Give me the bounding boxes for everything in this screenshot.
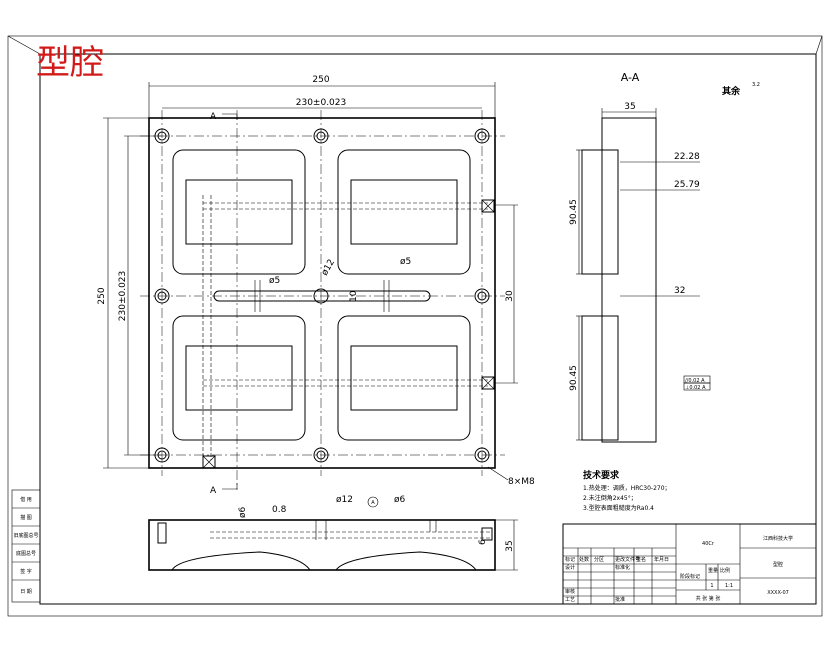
svg-text:日 期: 日 期 bbox=[20, 589, 32, 595]
svg-text:审核: 审核 bbox=[565, 588, 575, 595]
svg-text:250: 250 bbox=[97, 287, 107, 304]
svg-text:标准化: 标准化 bbox=[615, 564, 630, 571]
bolt-holes bbox=[154, 128, 490, 463]
svg-text:35: 35 bbox=[624, 102, 635, 112]
sheet-inner-frame bbox=[39, 53, 817, 605]
section-view: A-A 35 22.28 25.79 32 90.45 90.45 其余 3.2… bbox=[569, 71, 760, 443]
svg-text:ø5: ø5 bbox=[269, 276, 280, 286]
svg-text:旧底图总号: 旧底图总号 bbox=[13, 532, 38, 539]
svg-text:3.2: 3.2 bbox=[752, 82, 760, 88]
svg-text:江西科技大学: 江西科技大学 bbox=[763, 535, 793, 542]
svg-text://0.02 A: //0.02 A bbox=[685, 378, 705, 384]
svg-text:6: 6 bbox=[478, 539, 488, 545]
svg-text:签 字: 签 字 bbox=[20, 568, 32, 575]
svg-text:ø6: ø6 bbox=[238, 506, 248, 518]
svg-text:共 张 第 张: 共 张 第 张 bbox=[696, 595, 721, 602]
svg-text:技术要求: 技术要求 bbox=[583, 469, 620, 481]
svg-text:ø12: ø12 bbox=[336, 495, 353, 505]
svg-text:1: 1 bbox=[710, 583, 713, 589]
svg-text:10: 10 bbox=[349, 290, 359, 302]
svg-text:35: 35 bbox=[505, 540, 515, 551]
svg-text:设计: 设计 bbox=[565, 564, 575, 571]
svg-text:分区: 分区 bbox=[594, 556, 604, 563]
svg-text:90.45: 90.45 bbox=[569, 365, 579, 391]
svg-text:22.28: 22.28 bbox=[674, 152, 700, 162]
drawing-title: 型腔 bbox=[36, 43, 104, 83]
svg-text:A-A: A-A bbox=[621, 71, 640, 84]
svg-text:ø6: ø6 bbox=[394, 495, 406, 505]
svg-text:XXXX-07: XXXX-07 bbox=[767, 590, 789, 596]
front-view: ø12 ø6 ø6 0.8 A 35 6 bbox=[148, 495, 518, 571]
svg-text:32: 32 bbox=[674, 286, 685, 296]
svg-text:描 图: 描 图 bbox=[20, 514, 32, 521]
svg-text:8×M8: 8×M8 bbox=[508, 477, 535, 487]
svg-text:型腔: 型腔 bbox=[773, 561, 783, 568]
svg-text:A: A bbox=[210, 112, 217, 122]
svg-text:250: 250 bbox=[312, 75, 329, 85]
side-revision-table: 借 用 描 图 旧底图总号 底图总号 签 字 日 期 bbox=[11, 489, 41, 603]
svg-text:标记: 标记 bbox=[565, 556, 575, 563]
svg-text:1.热处理：调质，HRC30-270；: 1.热处理：调质，HRC30-270； bbox=[583, 484, 671, 492]
svg-text:ø5: ø5 bbox=[400, 257, 411, 267]
svg-text:更改文件号: 更改文件号 bbox=[615, 556, 640, 563]
svg-text:A: A bbox=[371, 500, 375, 506]
svg-text:3.型腔表面粗糙度为Ra0.4: 3.型腔表面粗糙度为Ra0.4 bbox=[583, 504, 654, 512]
svg-text:工艺: 工艺 bbox=[565, 597, 575, 603]
svg-text:签名: 签名 bbox=[636, 556, 646, 563]
svg-text:25.79: 25.79 bbox=[674, 180, 700, 190]
svg-text:重量: 重量 bbox=[708, 567, 718, 574]
svg-text:阶段标记: 阶段标记 bbox=[680, 573, 700, 580]
svg-text:40Cr: 40Cr bbox=[702, 541, 715, 547]
svg-text:年月日: 年月日 bbox=[654, 556, 669, 563]
svg-text:230±0.023: 230±0.023 bbox=[118, 271, 128, 321]
plate-outline bbox=[148, 117, 496, 469]
technical-requirements: 技术要求 1.热处理：调质，HRC30-270； 2.未注倒角2x45°； 3.… bbox=[583, 469, 671, 512]
svg-text:30: 30 bbox=[505, 290, 515, 302]
svg-text:处数: 处数 bbox=[579, 556, 589, 563]
svg-text:2.未注倒角2x45°；: 2.未注倒角2x45°； bbox=[583, 494, 637, 502]
svg-text:借 用: 借 用 bbox=[20, 496, 32, 503]
svg-text:1:1: 1:1 bbox=[725, 583, 733, 589]
svg-text:A: A bbox=[210, 486, 217, 496]
svg-text:⊥0.02 A: ⊥0.02 A bbox=[685, 385, 706, 391]
svg-text:批准: 批准 bbox=[615, 596, 625, 603]
svg-text:其余: 其余 bbox=[722, 85, 741, 97]
svg-text:ø12: ø12 bbox=[320, 258, 337, 278]
title-block: 标记 处数 分区 更改文件号 签名 年月日 设计 标准化 审核 工艺 批准 阶段… bbox=[562, 523, 817, 605]
svg-text:0.8: 0.8 bbox=[272, 505, 287, 515]
svg-text:90.45: 90.45 bbox=[569, 199, 579, 225]
sheet-outer-frame bbox=[7, 35, 823, 617]
svg-text:底图总号: 底图总号 bbox=[16, 550, 36, 557]
svg-text:230±0.023: 230±0.023 bbox=[296, 98, 346, 108]
svg-text:比例: 比例 bbox=[720, 567, 730, 574]
top-view: 250 230±0.023 250 230±0.023 30 ø5 ø5 ø12… bbox=[97, 75, 535, 496]
